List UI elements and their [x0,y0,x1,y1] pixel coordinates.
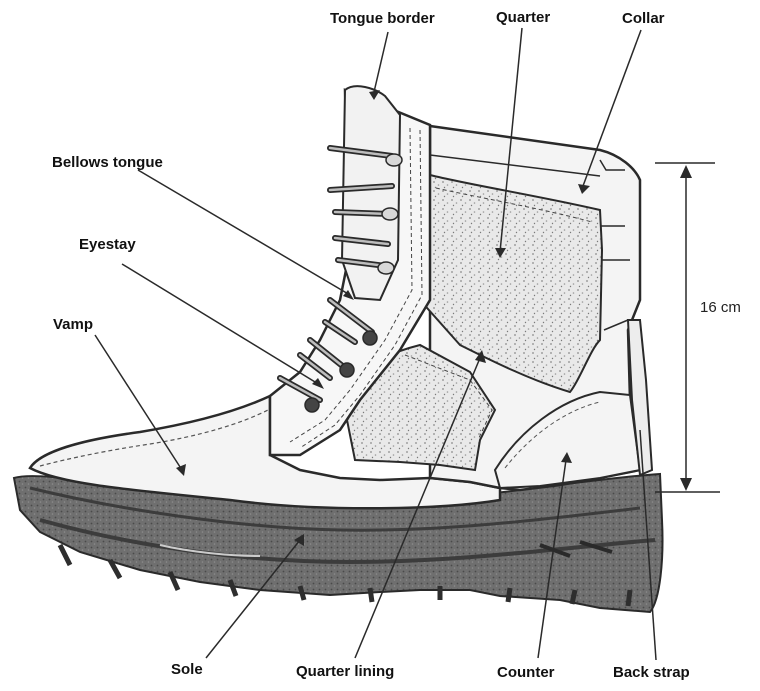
label-tongue-border: Tongue border [330,10,435,28]
height-dimension-label: 16 cm [700,299,741,316]
label-quarter-lining: Quarter lining [296,663,394,681]
label-sole: Sole [171,661,203,679]
height-dimension [655,163,720,492]
label-bellows-tongue: Bellows tongue [52,154,163,172]
label-collar: Collar [622,10,665,28]
label-back-strap: Back strap [613,664,690,682]
label-vamp: Vamp [53,316,93,334]
label-counter: Counter [497,664,555,682]
label-quarter: Quarter [496,9,550,27]
label-eyestay: Eyestay [79,236,136,254]
